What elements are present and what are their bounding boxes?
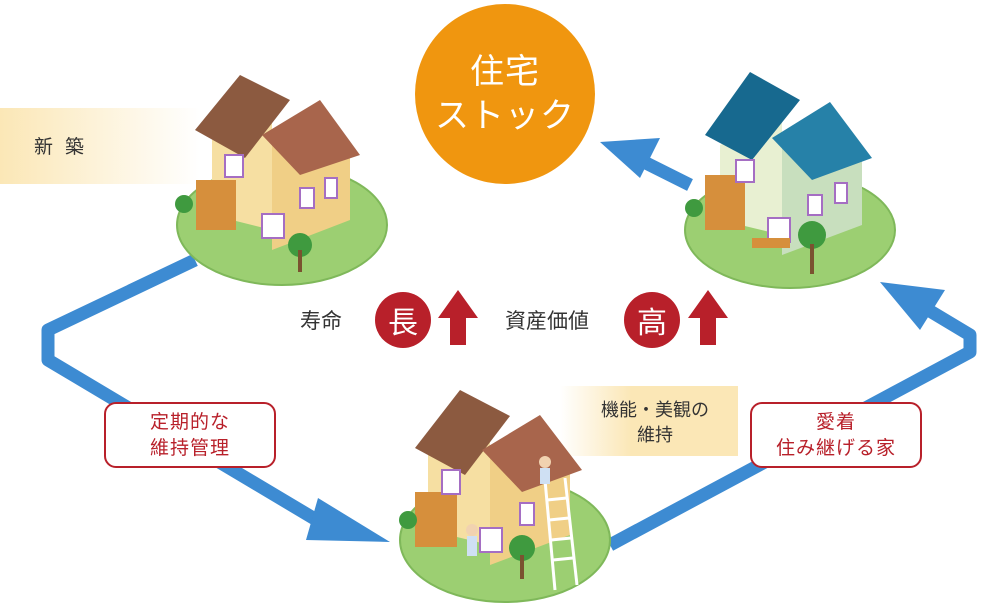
stock-line-1: 住宅 [470, 52, 540, 92]
function-label: 機能・美観の 維持 [580, 398, 730, 448]
attachment-box: 愛着 住み継げる家 [750, 402, 922, 468]
asset-value-badge: 高 [624, 292, 680, 348]
asset-value-label: 資産価値 [505, 309, 589, 333]
attachment-line-1: 愛着 [815, 411, 856, 433]
new-build-label: 新 築 [34, 136, 88, 158]
function-line-2: 維持 [637, 425, 673, 446]
house-attachment [684, 72, 896, 289]
maintenance-line-2: 維持管理 [149, 437, 230, 459]
life-badge: 長 [375, 292, 431, 348]
maintenance-line-1: 定期的な [149, 411, 230, 433]
stock-line-2: ストック [435, 96, 575, 136]
maintenance-box: 定期的な 維持管理 [104, 402, 276, 468]
arrow-heads [306, 138, 945, 542]
housing-stock-circle: 住宅 ストック [415, 4, 595, 184]
attachment-line-2: 住み継げる家 [775, 437, 896, 459]
value-up-arrow [688, 290, 728, 345]
life-up-arrow [438, 290, 478, 345]
function-line-1: 機能・美観の [601, 400, 709, 421]
house-new-build [175, 75, 388, 286]
new-build-glow [0, 108, 200, 184]
house-maintenance [399, 390, 611, 603]
function-glow [560, 386, 738, 456]
life-label: 寿命 [300, 309, 342, 333]
